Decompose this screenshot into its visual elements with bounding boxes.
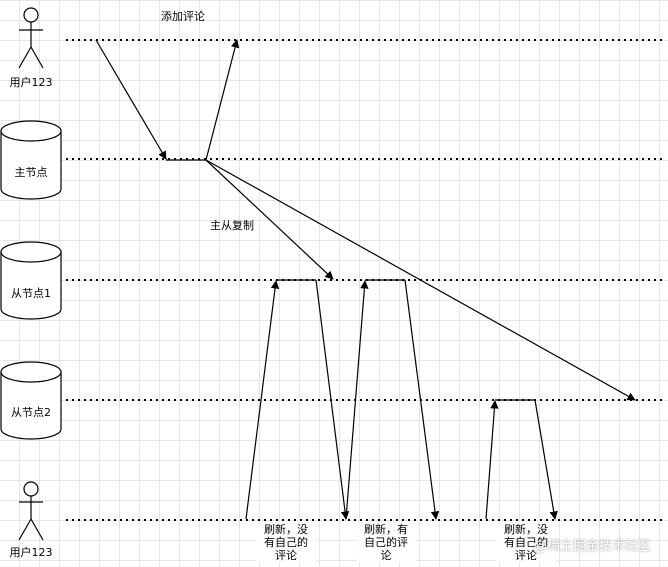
- actor-top-icon: [18, 7, 44, 69]
- read-flow-2: [345, 279, 440, 520]
- node-slave1-label: 从节点1: [11, 287, 51, 300]
- refresh-note-2: 刷新，有 自己的评 论: [356, 523, 416, 562]
- refresh-note-1: 刷新，没 有自己的 评论: [256, 523, 316, 562]
- node-slave2-label: 从节点2: [11, 406, 51, 419]
- read-flow-3: [485, 399, 558, 520]
- refresh-note-3: 刷新，没 有自己的 评论: [496, 523, 556, 562]
- actor-bottom-icon: [18, 481, 44, 541]
- replication-flow: [205, 159, 636, 401]
- write-arrow-down: [95, 39, 167, 160]
- write-flow: [95, 39, 240, 161]
- node-master-label: 主节点: [14, 166, 48, 179]
- lifelines: [66, 39, 662, 521]
- replication-arrow-slave2: [205, 159, 636, 401]
- actor-bottom-label: 用户123: [9, 546, 53, 559]
- watermark: @稀土掘金技术社区: [534, 539, 652, 554]
- replication-label: 主从复制: [210, 219, 254, 232]
- database-slave1-icon: [0, 241, 62, 320]
- write-arrow-up: [205, 39, 240, 161]
- actor-top-label: 用户123: [9, 76, 53, 89]
- read-flow-1: [245, 279, 350, 520]
- replication-arrow-slave1: [205, 159, 334, 280]
- add-comment-label: 添加评论: [161, 10, 205, 23]
- database-slave2-icon: [0, 361, 62, 440]
- database-master-icon: [0, 120, 62, 200]
